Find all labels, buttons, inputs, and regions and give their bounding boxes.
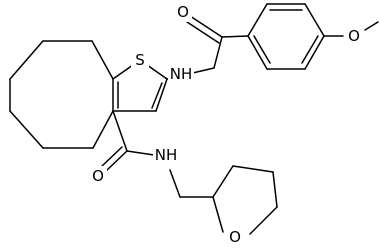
bond — [105, 150, 128, 172]
bond — [247, 3, 268, 37]
bond — [169, 169, 181, 198]
amide-nh-label-top: NH — [170, 65, 193, 83]
bond — [304, 35, 325, 70]
tetrahydrofurylmethyl-group — [169, 165, 278, 235]
methoxy-oxygen-label: O — [348, 27, 360, 45]
ring-oxygen-label: O — [229, 228, 241, 246]
atom-labels: S NH O O O NH O — [89, 2, 363, 247]
bond — [249, 206, 278, 235]
bond — [92, 110, 114, 149]
sulfur-atom-label: S — [135, 51, 145, 69]
bond — [212, 196, 224, 233]
bond — [151, 82, 163, 109]
bond — [91, 40, 114, 80]
bond — [100, 146, 123, 168]
benzene-ring — [247, 3, 379, 70]
amide-nh-label-bottom: NH — [155, 146, 178, 164]
bond — [221, 35, 249, 38]
carbonyl-oxygen-label-top: O — [177, 3, 189, 21]
bond — [247, 35, 268, 70]
bond — [253, 35, 271, 64]
bond — [232, 165, 274, 173]
bond — [213, 36, 223, 69]
bond — [212, 165, 234, 198]
bond — [364, 21, 379, 31]
bond — [9, 110, 44, 149]
cyclohexene-ring — [9, 40, 114, 149]
bond — [126, 150, 155, 156]
bond — [155, 78, 168, 112]
bond — [9, 40, 44, 80]
bond — [186, 13, 223, 38]
bond — [272, 171, 278, 208]
bond — [183, 19, 220, 44]
bond — [304, 3, 325, 37]
bond — [112, 110, 128, 152]
carboxamide-group — [100, 110, 155, 172]
bond — [301, 35, 319, 64]
carbonyl-oxygen-label-bottom: O — [92, 167, 104, 185]
